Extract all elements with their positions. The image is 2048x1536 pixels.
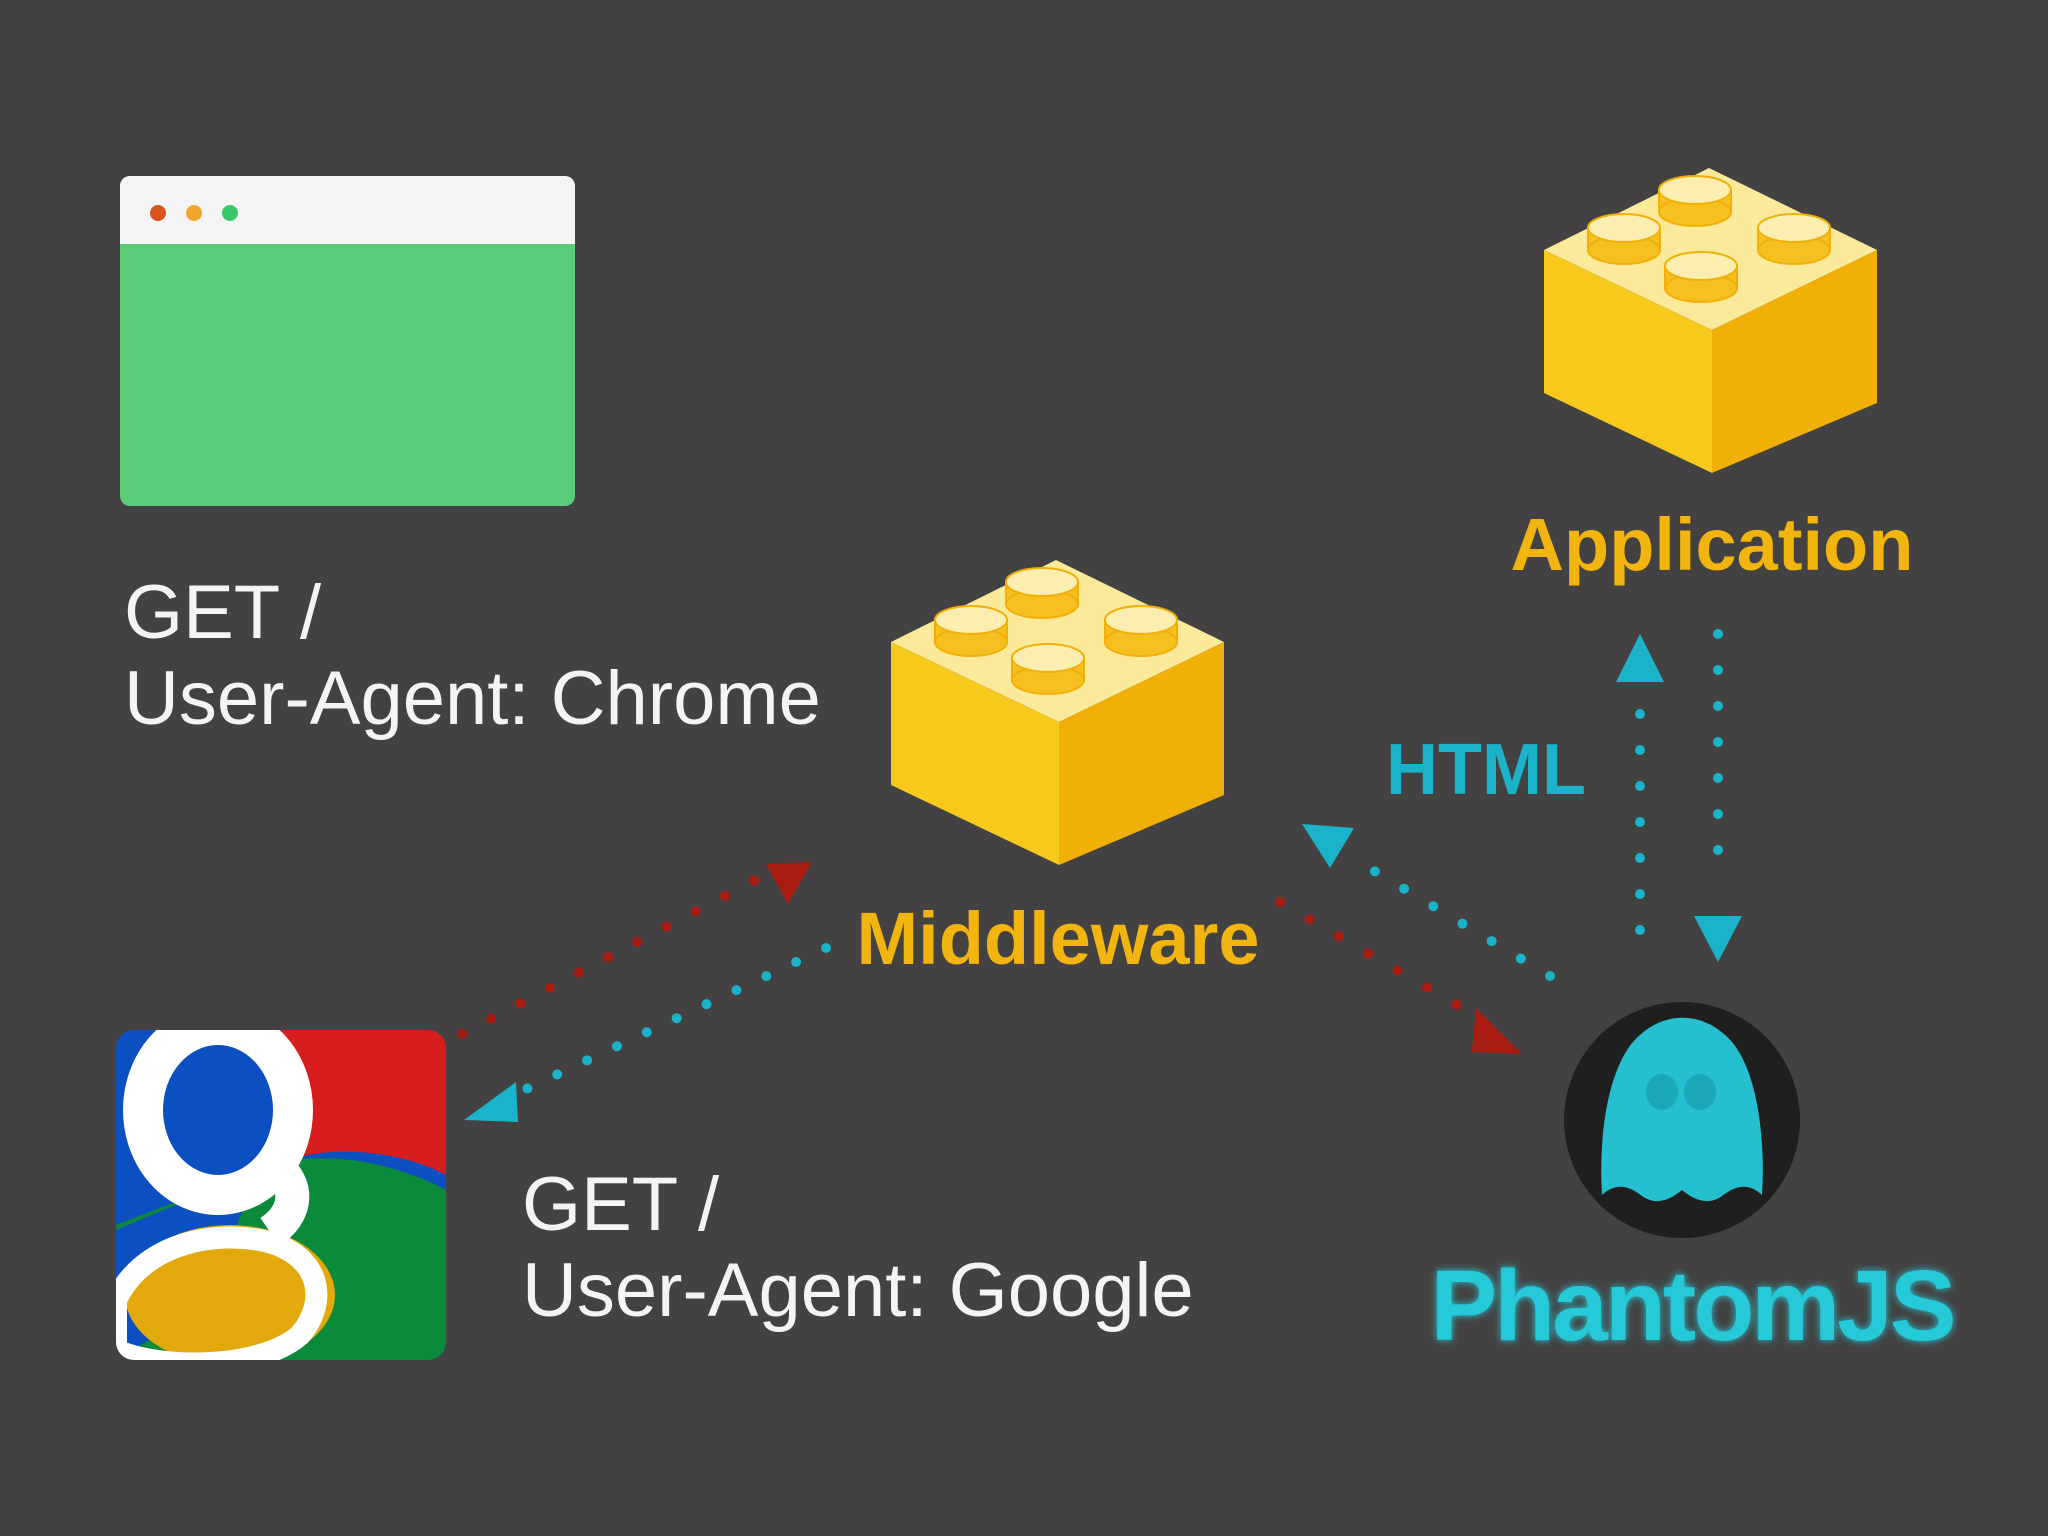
application-label: Application	[1511, 503, 1914, 586]
browser-window-icon	[120, 176, 575, 506]
request-arrow-application-to-phantomjs	[1694, 629, 1742, 962]
browser-request-method: GET /	[124, 570, 322, 655]
phantomjs-ghost-icon	[1564, 1002, 1800, 1238]
google-logo-icon	[116, 1030, 446, 1360]
phantomjs-label: PhantomJS	[1430, 1250, 1953, 1362]
application-brick-icon	[1544, 168, 1877, 473]
google-request-user-agent: User-Agent: Google	[522, 1248, 1194, 1333]
middleware-label: Middleware	[857, 897, 1260, 980]
browser-request-user-agent: User-Agent: Chrome	[124, 656, 821, 741]
middleware-brick-icon	[891, 560, 1224, 865]
google-request-method: GET /	[522, 1162, 720, 1247]
html-edge-label: HTML	[1386, 730, 1586, 810]
response-arrow-phantomjs-to-middleware	[1302, 824, 1555, 981]
response-arrow-middleware-to-google	[464, 943, 831, 1122]
request-arrow-google-to-middleware	[457, 862, 812, 1039]
request-arrow-middleware-to-phantomjs	[1275, 897, 1522, 1054]
response-arrow-phantomjs-to-application	[1616, 634, 1664, 935]
